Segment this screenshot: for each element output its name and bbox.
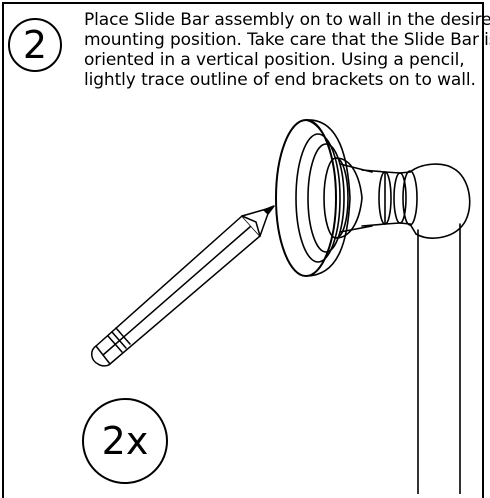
step-number: 2 xyxy=(22,23,48,67)
slide-bar xyxy=(417,223,461,494)
quantity-label: 2x xyxy=(101,419,149,463)
bracket-arm xyxy=(361,169,418,227)
instruction-line: Place Slide Bar assembly on to wall in t… xyxy=(84,10,490,30)
pencil-icon xyxy=(91,205,275,367)
instruction-panel-frame xyxy=(2,2,484,498)
step-instruction-text: Place Slide Bar assembly on to wall in t… xyxy=(84,10,490,90)
instruction-line: mounting position. Take care that the Sl… xyxy=(84,30,490,50)
ball-end xyxy=(409,163,471,239)
end-bracket-flange xyxy=(275,119,373,277)
quantity-badge: 2x xyxy=(82,398,168,484)
step-number-badge: 2 xyxy=(8,18,62,72)
instruction-line: lightly trace outline of end brackets on… xyxy=(84,70,476,90)
instruction-line: oriented in a vertical position. Using a… xyxy=(84,50,465,70)
